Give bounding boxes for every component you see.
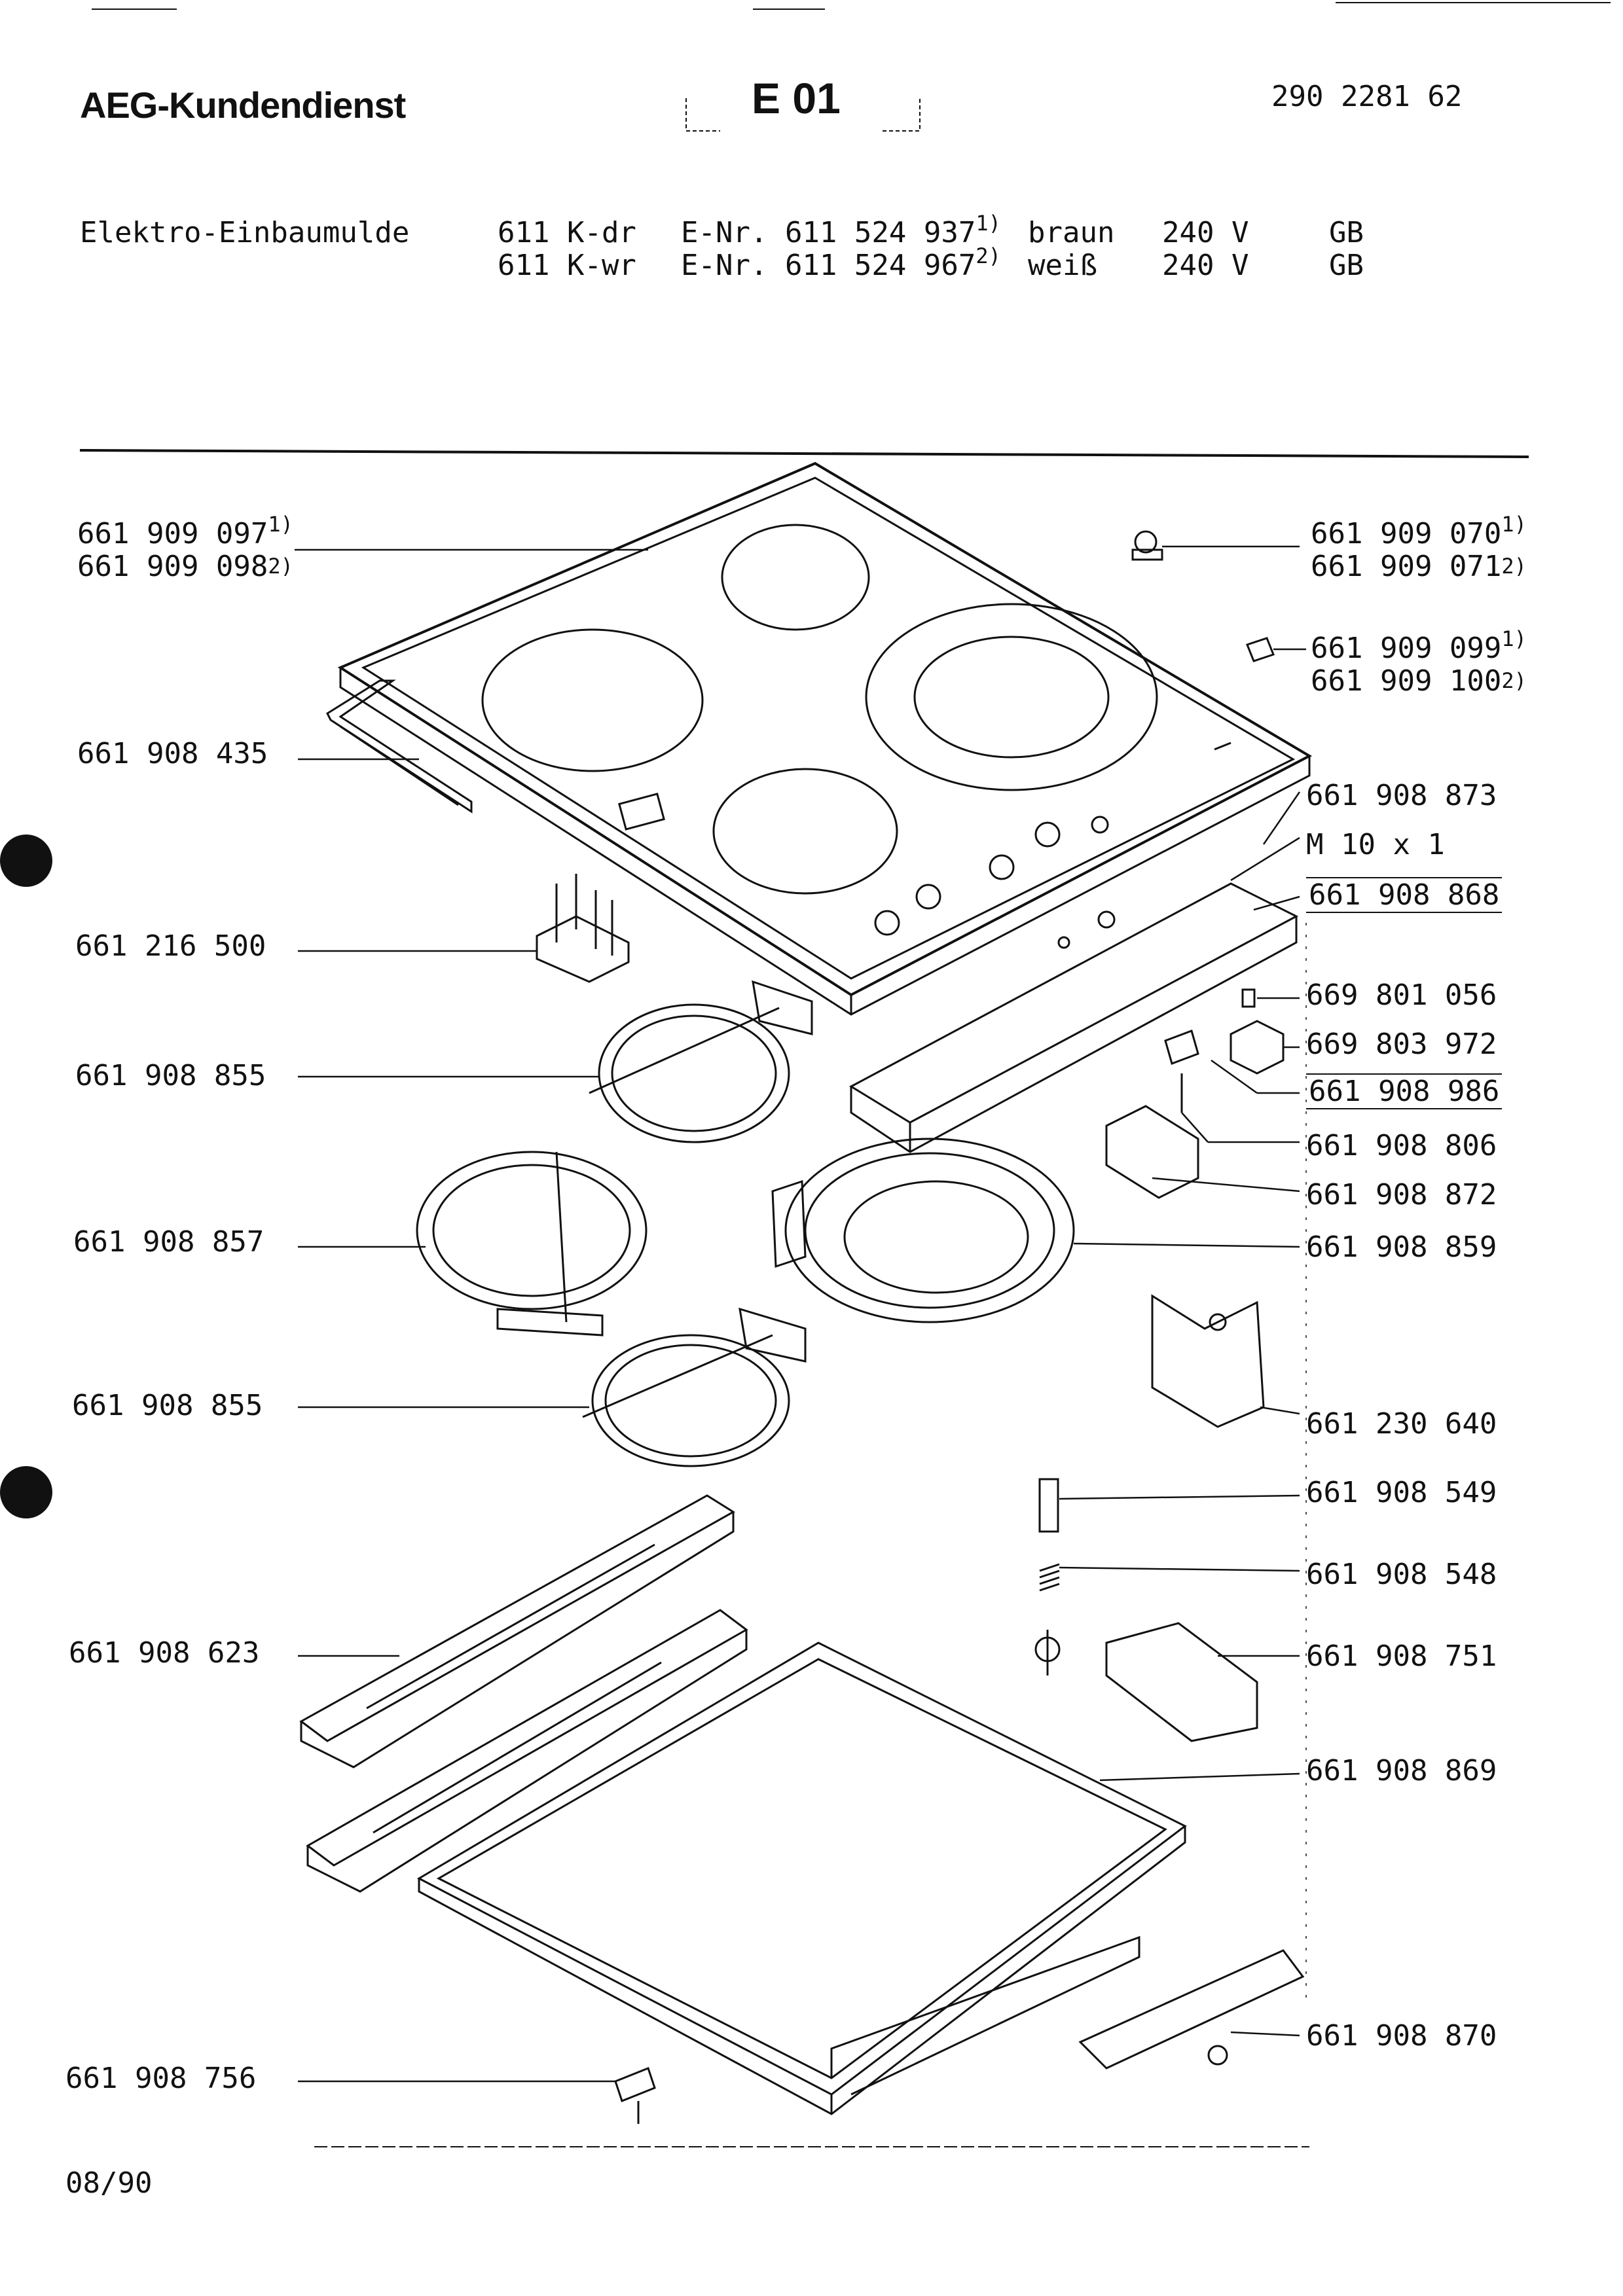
variant-1-country: GB (1329, 216, 1364, 249)
part-label-left-2: 661 909 0982) (77, 550, 293, 583)
variant-1-enr: E-Nr. 611 524 9371) (681, 211, 1001, 249)
punch-hole-bottom (0, 1466, 52, 1518)
part-label-right-15: 661 908 549 (1306, 1476, 1497, 1509)
part-label-right-2: 661 909 0712) (1311, 550, 1527, 583)
part-label-right-19: 661 908 870 (1306, 2019, 1497, 2053)
variant-2-enr: E-Nr. 611 524 9672) (681, 243, 1001, 282)
part-label-left-8: 661 908 623 (69, 1636, 260, 1670)
part-label-left-5: 661 908 855 (75, 1059, 266, 1092)
variant-1-voltage: 240 V (1162, 216, 1249, 249)
control-strip (848, 882, 1299, 1153)
part-label-right-10: 661 908 986 (1306, 1073, 1503, 1109)
frame-strip (326, 679, 473, 814)
part-label-left-7: 661 908 855 (72, 1389, 263, 1422)
part-label-right-12: 661 908 872 (1306, 1178, 1497, 1211)
foot-clip (614, 2067, 656, 2124)
part-label-right-14: 661 230 640 (1306, 1407, 1497, 1441)
part-label-right-16: 661 908 548 (1306, 1558, 1497, 1591)
product-name: Elektro-Einbaumulde (80, 216, 410, 249)
document-number: 290 2281 62 (1271, 80, 1463, 113)
part-label-right-13: 661 908 859 (1306, 1230, 1497, 1264)
part-label-right-9: 669 803 972 (1306, 1028, 1497, 1061)
footer-date: 08/90 (65, 2166, 153, 2200)
base-tray (416, 1641, 1187, 2115)
part-label-left-4: 661 216 500 (75, 929, 266, 963)
part-label-right-1: 661 909 0701) (1311, 512, 1527, 550)
heating-elements (416, 980, 1075, 1467)
part-label-left-9: 661 908 756 (65, 2062, 257, 2095)
part-label-right-5: 661 908 873 (1306, 779, 1497, 812)
cooktop-glass (337, 461, 1313, 1016)
variant-1-model: 611 K-dr (498, 216, 636, 249)
variant-2-voltage: 240 V (1162, 249, 1249, 282)
terminal-block (536, 874, 630, 983)
variant-1-color: braun (1028, 216, 1115, 249)
part-label-right-8: 669 801 056 (1306, 978, 1497, 1012)
part-label-right-6: M 10 x 1 (1306, 828, 1445, 861)
punch-hole-top (0, 834, 52, 887)
part-label-right-7: 661 908 868 (1306, 877, 1503, 913)
part-label-right-3: 661 909 0991) (1311, 626, 1527, 665)
variant-2-country: GB (1329, 249, 1364, 282)
leader-lines-left (295, 548, 648, 2083)
section-code: E 01 (752, 74, 841, 122)
part-label-right-11: 661 908 806 (1306, 1129, 1497, 1162)
brand-title: AEG-Kundendienst (80, 84, 406, 126)
part-label-left-1: 661 909 0971) (77, 512, 293, 550)
leader-lines-right (1059, 545, 1307, 2037)
part-label-left-3: 661 908 435 (77, 737, 268, 770)
part-label-right-4: 661 909 1002) (1311, 664, 1527, 698)
variant-2-model: 611 K-wr (498, 249, 636, 282)
part-label-right-18: 661 908 869 (1306, 1754, 1497, 1787)
part-label-left-6: 661 908 857 (73, 1225, 264, 1259)
support-rails (299, 1494, 748, 1893)
variant-2-color: weiß (1028, 249, 1097, 282)
part-label-right-17: 661 908 751 (1306, 1640, 1497, 1673)
